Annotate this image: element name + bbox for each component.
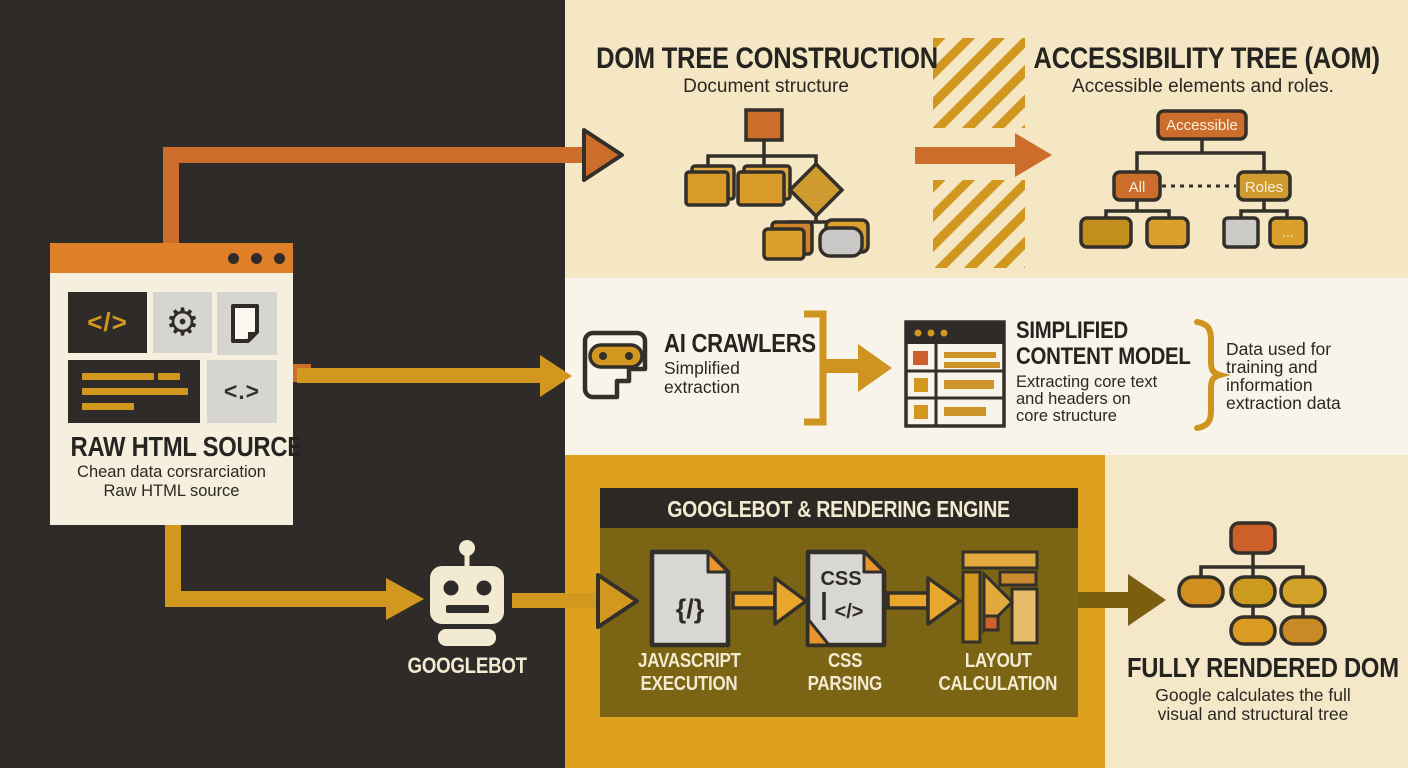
- note-tile: [217, 292, 277, 355]
- aom-section-title: ACCESSIBILITY TREE (AOM): [1033, 42, 1380, 75]
- browser-titlebar: [50, 243, 293, 273]
- frd-subtitle-2: visual and structural tree: [1157, 704, 1349, 724]
- code-tile: </>: [68, 292, 147, 353]
- raw-html-subtitle-2: Raw HTML source: [103, 482, 240, 500]
- code-lines-icon-right: [158, 373, 188, 403]
- step-layout-label: LAYOUT CALCULATION: [938, 650, 1058, 695]
- scm-note-1: Data used for: [1226, 339, 1332, 359]
- gear-icon: ⚙: [165, 301, 200, 344]
- tag-icon: <.>: [223, 378, 261, 404]
- code-lines-tile: [68, 360, 200, 423]
- scm-note-4: extraction data: [1226, 393, 1341, 413]
- raw-html-browser-card: </> ⚙: [50, 243, 293, 525]
- scm-subtitle-1: Extracting core text: [1016, 373, 1158, 391]
- scm-subtitle-3: core structure: [1016, 407, 1117, 425]
- step-javascript-label: JAVASCRIPT EXECUTION: [637, 650, 741, 695]
- step-css-label: CSS PARSING: [807, 650, 883, 695]
- scm-subtitle-2: and headers on: [1016, 390, 1131, 408]
- browser-body: </> ⚙: [50, 273, 293, 525]
- dom-section-subtitle: Document structure: [683, 76, 849, 97]
- frd-title: FULLY RENDERED DOM: [1126, 652, 1399, 683]
- rendering-engine-title: GOOGLEBOT & RENDERING ENGINE: [667, 496, 1011, 522]
- gear-tile: ⚙: [153, 292, 212, 353]
- hatched-block-bottom: [933, 180, 1025, 268]
- scm-note-2: training and: [1226, 357, 1318, 377]
- rendering-engine-header: [600, 488, 1078, 528]
- aom-section-subtitle: Accessible elements and roles.: [1072, 76, 1334, 97]
- scm-title-2: CONTENT MODEL: [1016, 343, 1191, 370]
- scm-title-1: SIMPLIFIED: [1016, 317, 1128, 344]
- raw-html-title: RAW HTML SOURCE: [70, 431, 304, 462]
- arrow-browser-to-ai: [293, 355, 572, 397]
- code-icon: </>: [87, 307, 128, 337]
- hatched-block-top: [933, 38, 1025, 128]
- ai-section-subtitle-1: Simplified: [664, 358, 740, 378]
- scm-note-3: information: [1226, 375, 1313, 395]
- titlebar-dot: [251, 253, 262, 264]
- ai-section-subtitle-2: extraction: [664, 377, 740, 397]
- googlebot-label: GOOGLEBOT: [407, 653, 527, 678]
- arrow-browser-to-dom: [163, 128, 624, 245]
- ai-section-title: AI CRAWLERS: [664, 328, 816, 358]
- frd-subtitle-1: Google calculates the full: [1155, 685, 1351, 705]
- titlebar-dot: [274, 253, 285, 264]
- tag-tile: <.>: [207, 360, 277, 423]
- titlebar-dot: [228, 253, 239, 264]
- dom-section-title: DOM TREE CONSTRUCTION: [596, 42, 938, 75]
- code-lines-icon: [82, 373, 182, 418]
- raw-html-subtitle-1: Chean data corsrarciation: [77, 463, 266, 481]
- note-icon: [231, 303, 259, 343]
- arrow-browser-to-googlebot: [165, 523, 424, 620]
- googlebot-robot-icon: [430, 540, 504, 646]
